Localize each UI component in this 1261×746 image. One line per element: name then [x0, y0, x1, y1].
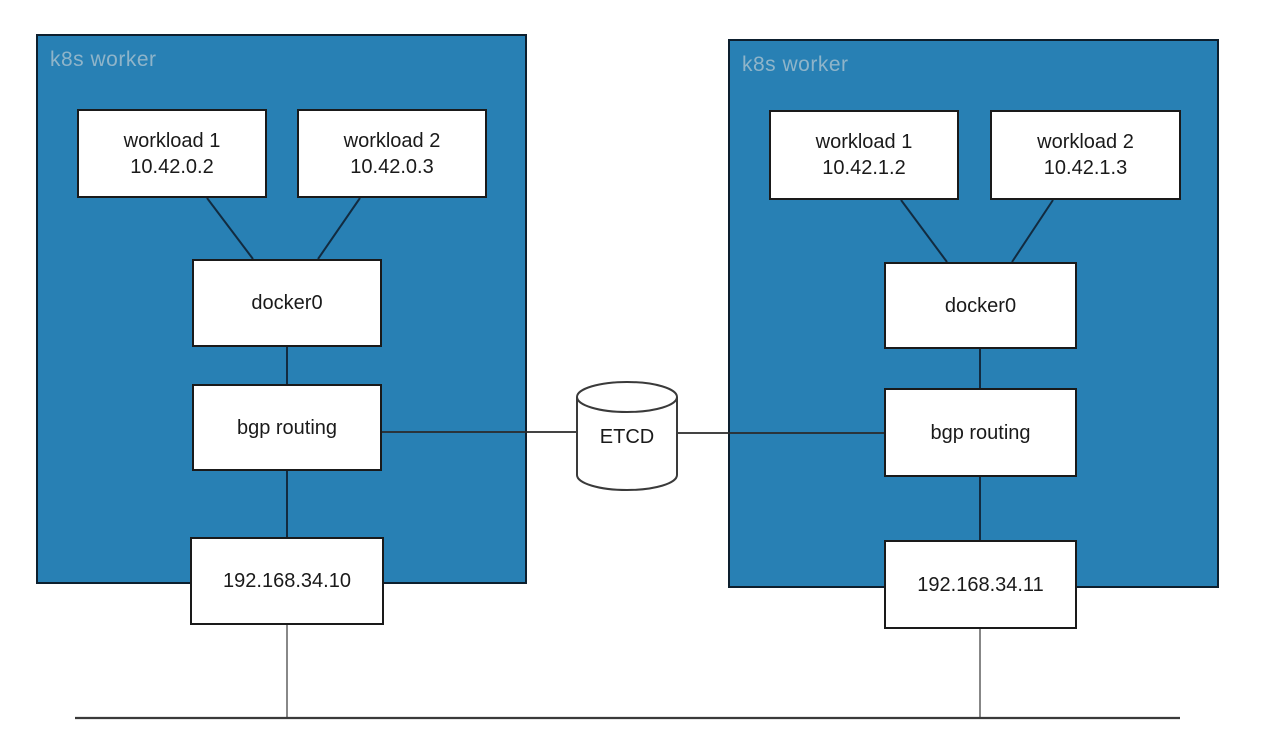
routing-label: bgp routing [930, 421, 1031, 444]
node-bgp-routing-left: bgp routing [192, 384, 382, 471]
node-docker0-right: docker0 [884, 262, 1077, 349]
node-workload2-left: workload 2 10.42.0.3 [297, 109, 487, 198]
workload-ip: 10.42.1.3 [1043, 157, 1128, 179]
worker-label-left: k8s worker [50, 48, 157, 71]
bridge-label: docker0 [251, 292, 323, 314]
worker-label-right: k8s worker [742, 53, 849, 76]
workload-ip: 10.42.0.2 [130, 155, 214, 178]
node-workload2-right: workload 2 10.42.1.3 [990, 110, 1181, 200]
workload-name: workload 2 [1037, 131, 1134, 153]
workload-ip: 10.42.1.2 [822, 157, 906, 179]
node-bgp-routing-right: bgp routing [884, 388, 1077, 477]
workload-ip: 10.42.0.3 [350, 155, 434, 178]
workload-name: workload 2 [343, 129, 441, 152]
node-host-ip-left: 192.168.34.10 [190, 537, 384, 625]
routing-label: bgp routing [236, 416, 338, 439]
workload-name: workload 1 [123, 129, 221, 152]
workload-name: workload 1 [815, 131, 913, 153]
bridge-label: docker0 [944, 294, 1017, 317]
etcd-label: ETCD [599, 425, 655, 448]
node-workload1-left: workload 1 10.42.0.2 [77, 109, 267, 198]
node-docker0-left: docker0 [192, 259, 382, 347]
node-workload1-right: workload 1 10.42.1.2 [769, 110, 959, 200]
node-host-ip-right: 192.168.34.11 [884, 540, 1077, 629]
host-ip-label: 192.168.34.11 [917, 573, 1044, 596]
host-ip-label: 192.168.34.10 [223, 570, 351, 592]
